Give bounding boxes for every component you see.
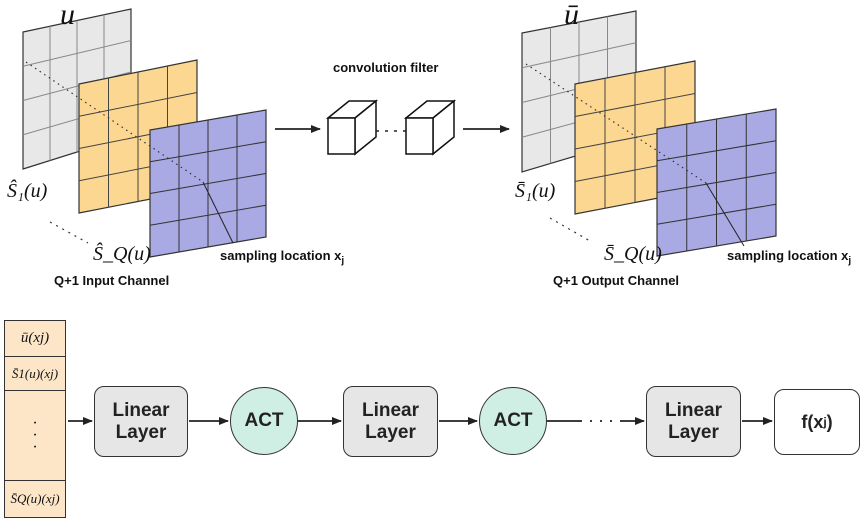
input-purple-layer bbox=[149, 109, 267, 258]
column-cell-s1: S̄1(u)(xj) bbox=[5, 357, 65, 391]
act-node-2: ACT bbox=[479, 387, 547, 455]
output-sq-label: S̄_Q(u) bbox=[604, 243, 662, 265]
column-cell-sq: S̄Q(u)(xj) bbox=[10, 490, 60, 506]
column-cell-u: ū(xj) bbox=[5, 321, 65, 357]
input-channel-caption: Q+1 Input Channel bbox=[54, 273, 170, 288]
output-sampling-leader bbox=[705, 182, 745, 247]
convolution-filter-title: convolution filter bbox=[333, 60, 439, 75]
input-sampling-leader bbox=[202, 181, 234, 244]
input-map-label: u bbox=[60, 0, 75, 31]
input-sq-label: Ŝ_Q(u) bbox=[93, 243, 151, 265]
linear-layer-1: Linear Layer bbox=[94, 386, 188, 457]
input-s1-label: Ŝ₁(u) bbox=[7, 180, 48, 202]
output-map-label: ū bbox=[564, 0, 579, 31]
input-channel-stack bbox=[22, 8, 267, 258]
output-s1-label: S̄₁(u) bbox=[515, 180, 556, 202]
feature-column: ū(xj) S̄1(u)(xj) · · · S̄Q(u)(xj) bbox=[4, 320, 66, 518]
filter-cube-left bbox=[325, 99, 379, 156]
act-node-1: ACT bbox=[230, 387, 298, 455]
filter-cube-right bbox=[403, 99, 457, 156]
linear-layer-2: Linear Layer bbox=[343, 386, 438, 457]
output-purple-layer bbox=[656, 108, 777, 257]
output-channel-stack bbox=[521, 10, 777, 257]
input-channel-ellipsis bbox=[49, 221, 89, 244]
input-sampling-location-label: sampling location xj bbox=[220, 248, 345, 267]
linear-layer-final: Linear Layer bbox=[646, 386, 741, 457]
output-channel-caption: Q+1 Output Channel bbox=[553, 273, 680, 288]
convolution-filter bbox=[275, 99, 510, 156]
output-sampling-location-label: sampling location xj bbox=[727, 248, 852, 267]
output-channel-ellipsis bbox=[549, 217, 591, 242]
column-cell-ellipsis: · · · bbox=[5, 391, 65, 481]
